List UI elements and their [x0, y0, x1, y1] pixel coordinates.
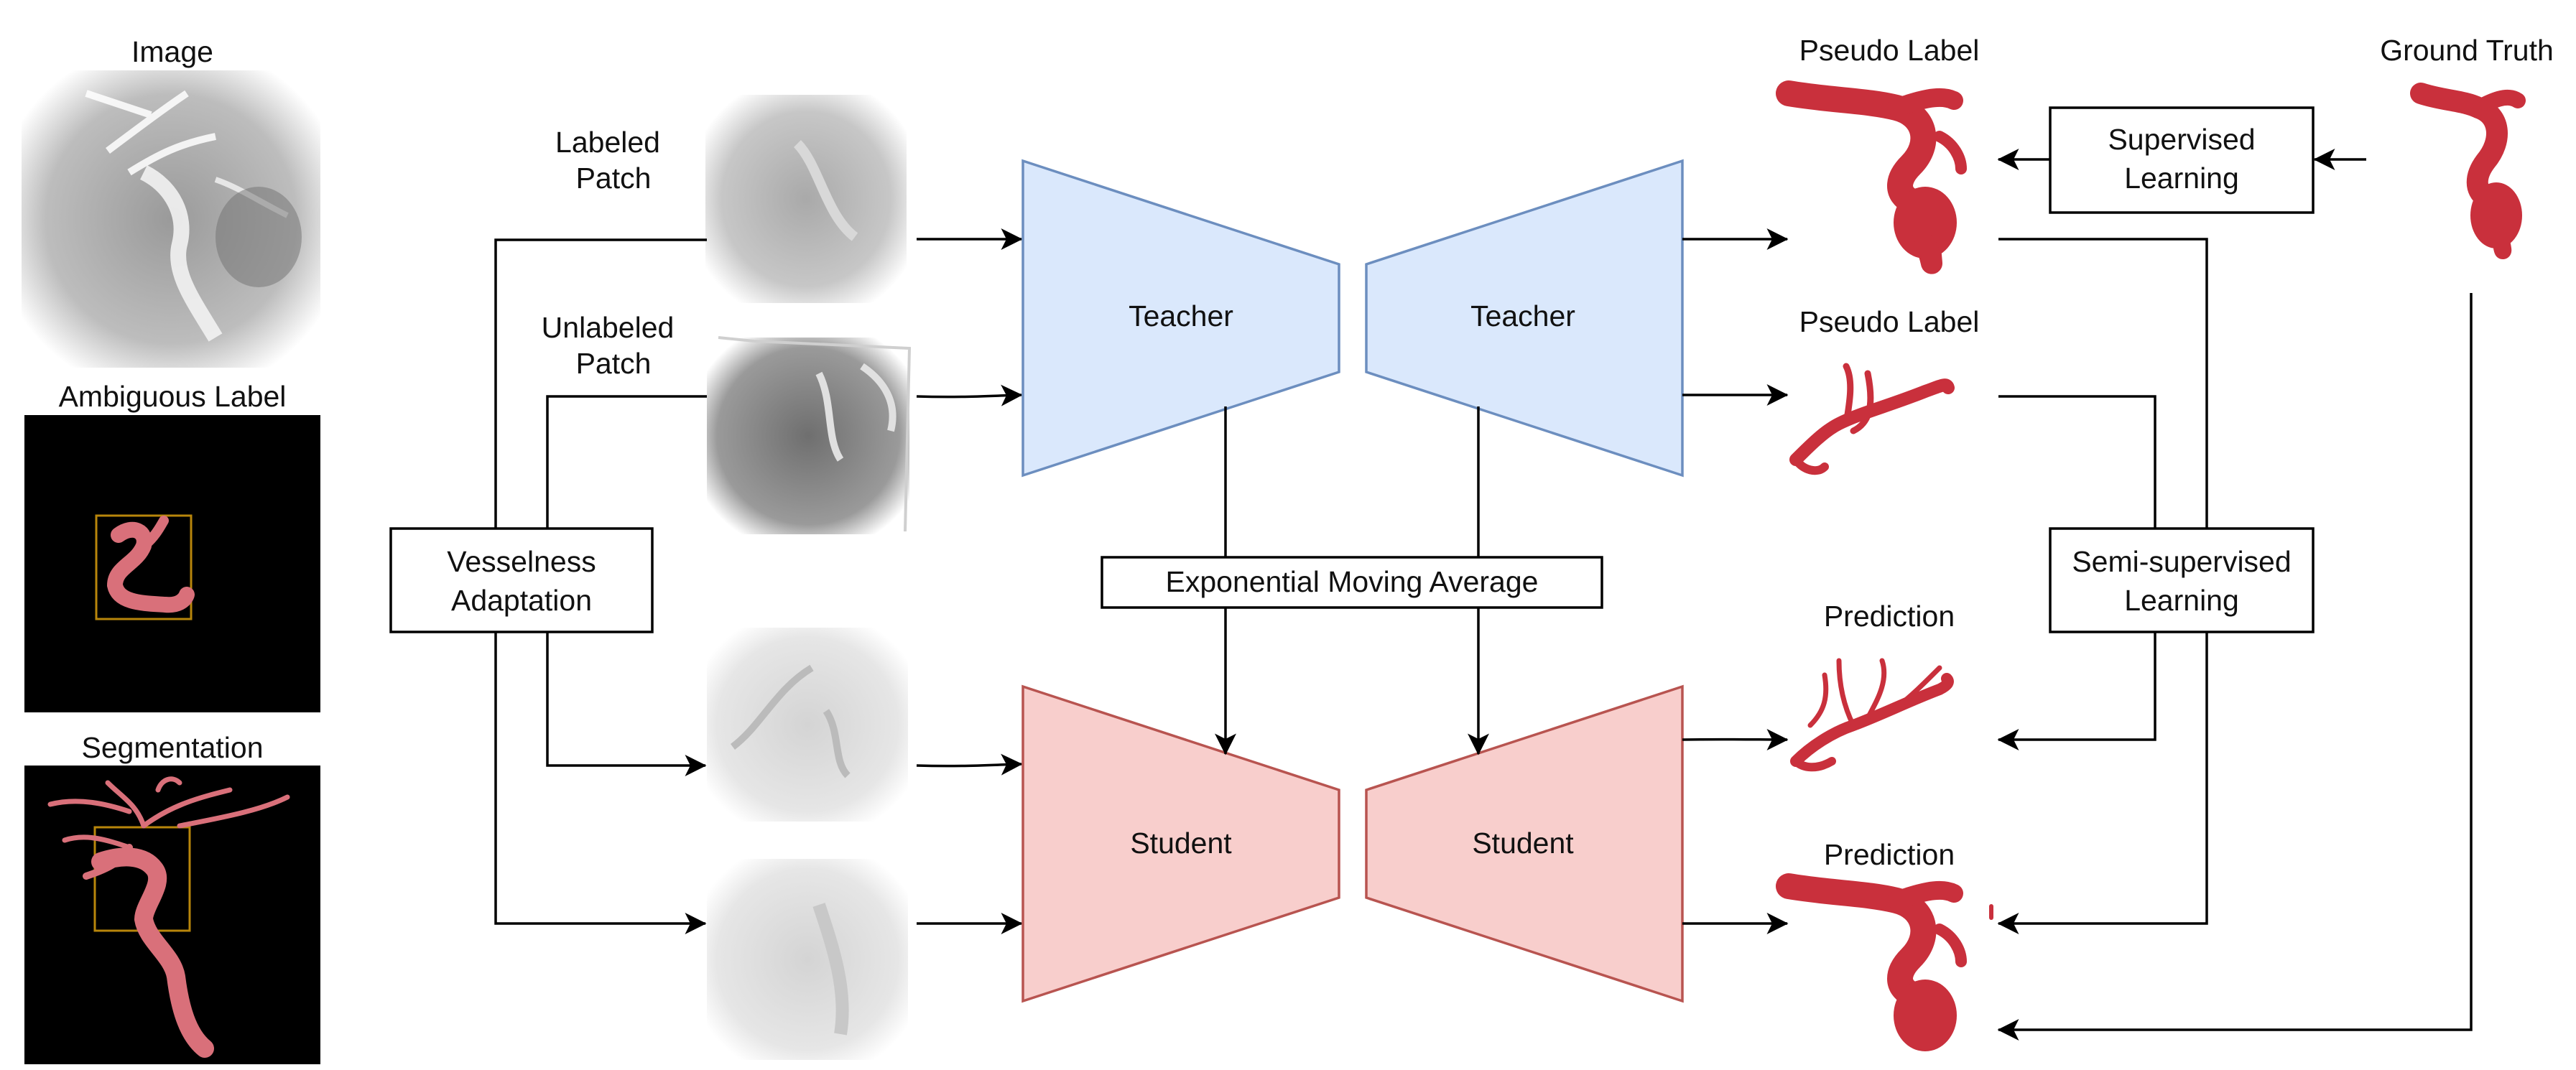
unlabeled-patch-label-line2: Patch: [576, 347, 652, 380]
segmentation-image: [24, 766, 320, 1064]
arrow-semi-to-prediction-2: [1997, 632, 2208, 934]
student-decoder: [1365, 684, 1684, 1003]
pseudo-label-1-vessel: [1776, 80, 1967, 274]
semi-supervised-learning-box: [2049, 527, 2315, 633]
arrow-gt-to-prediction-2: [1997, 293, 2473, 1041]
arrow-unlabeled-to-teacher: [916, 384, 1023, 406]
connector-pseudo-label-1-to-semi: [1998, 238, 2208, 529]
teacher-encoder: [1021, 159, 1340, 478]
unlabeled-patch-thumbnail: [707, 336, 912, 534]
supervised-learning-line2: Learning: [2124, 162, 2239, 195]
ambiguous-label-title: Ambiguous Label: [59, 380, 287, 413]
vesselness-adaptation-line2: Adaptation: [451, 584, 592, 617]
student-encoder-label: Student: [1130, 827, 1232, 860]
pseudo-label-2-vessel: [1789, 363, 1955, 475]
ground-truth-title: Ground Truth: [2380, 34, 2554, 67]
supervised-learning-box: [2049, 106, 2315, 214]
segmentation-title: Segmentation: [81, 731, 263, 764]
ground-truth-vessel: [2410, 83, 2526, 259]
labeled-patch-thumbnail: [705, 95, 907, 303]
connector-unlabeled: [546, 395, 707, 529]
pseudo-label-1-title: Pseudo Label: [1799, 34, 1980, 67]
labeled-patch-label-line1: Labeled: [555, 126, 660, 159]
labeled-patch-label-line2: Patch: [576, 162, 652, 195]
prediction-2-vessel: [1776, 873, 1993, 1051]
teacher-encoder-label: Teacher: [1129, 299, 1233, 332]
pseudo-label-2-title: Pseudo Label: [1799, 305, 1980, 338]
student-encoder: [1021, 684, 1340, 1003]
arrow-to-adapted-2: [494, 632, 707, 934]
arrow-adapted1-to-student: [916, 753, 1023, 776]
vesselness-adaptation-line1: Vesselness: [447, 545, 596, 578]
prediction-1-title: Prediction: [1824, 600, 1955, 633]
connector-pseudo-label-2-to-semi: [1998, 395, 2156, 529]
supervised-learning-line1: Supervised: [2108, 123, 2255, 156]
student-decoder-label: Student: [1472, 827, 1574, 860]
arrow-semi-to-prediction-1: [1997, 632, 2156, 750]
ema-label: Exponential Moving Average: [1166, 565, 1539, 598]
connector-labeled: [494, 238, 707, 529]
angiography-image: [22, 70, 320, 368]
unlabeled-patch-label-line1: Unlabeled: [542, 311, 675, 344]
vesselness-adaptation-box: [389, 527, 654, 633]
ambiguous-label-image: [24, 415, 320, 712]
ema-box: [1101, 556, 1603, 609]
teacher-decoder: [1365, 159, 1684, 478]
adapted-patch-thumbnail-2: [707, 859, 908, 1060]
semi-supervised-learning-line2: Learning: [2124, 584, 2239, 617]
semi-supervised-learning-line1: Semi-supervised: [2072, 545, 2291, 578]
prediction-2-title: Prediction: [1824, 838, 1955, 871]
image-title: Image: [131, 35, 213, 68]
adapted-patch-thumbnail-1: [707, 628, 908, 822]
prediction-1-vessel: [1790, 658, 1954, 772]
teacher-decoder-label: Teacher: [1470, 299, 1575, 332]
arrow-to-adapted-1: [546, 632, 707, 776]
